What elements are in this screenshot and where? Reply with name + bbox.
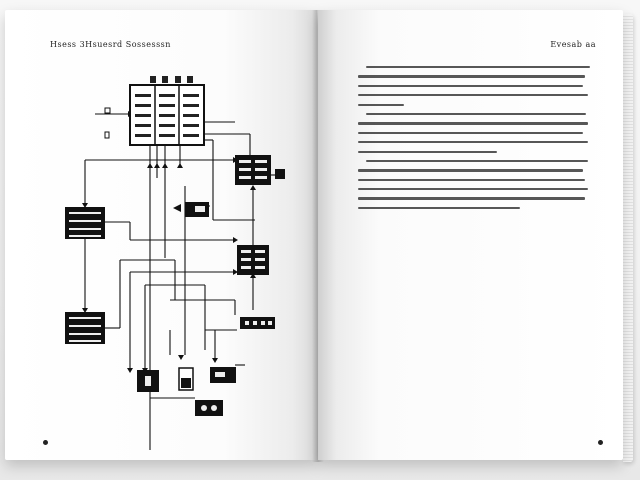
paragraph (358, 66, 590, 106)
text-line (358, 197, 585, 200)
text-line (358, 141, 588, 144)
paragraph (358, 159, 590, 210)
right-page: Evesab aa (318, 10, 623, 460)
text-line (358, 75, 585, 78)
text-line (358, 206, 520, 210)
diagram-main-block (129, 76, 205, 146)
text-line (358, 150, 497, 153)
text-line (366, 66, 590, 69)
diagram-right-block-upper (235, 155, 271, 185)
diagram-center-switch (173, 202, 209, 217)
diagram-right-block-small (240, 317, 275, 329)
text-line (358, 178, 585, 181)
paragraph (358, 112, 590, 153)
left-page-number-mark (43, 440, 48, 445)
diagram-bottom-left-block (137, 370, 159, 392)
diagram-left-block-upper (65, 207, 105, 239)
text-line (358, 122, 588, 125)
diagram-bottom-center-block (178, 367, 194, 391)
text-line (358, 94, 588, 97)
diagram-right-block-middle (237, 245, 269, 275)
right-page-number-mark (598, 440, 603, 445)
right-running-head: Evesab aa (550, 40, 596, 49)
text-line (366, 159, 588, 163)
page-stack-edge (623, 14, 633, 462)
left-running-head: Hsess 3Hsuesrd Sossesssn (50, 40, 171, 49)
left-page: Hsess 3Hsuesrd Sossesssn (5, 10, 317, 460)
text-line (358, 188, 588, 191)
circuit-diagram (65, 76, 285, 450)
diagram-bottom-right-block (210, 367, 236, 383)
text-line (358, 103, 404, 106)
text-line (358, 84, 583, 88)
text-line (366, 112, 586, 116)
text-line (358, 169, 583, 172)
body-text (358, 66, 590, 216)
diagram-left-block-lower (65, 312, 105, 344)
diagram-bottom-block (195, 400, 223, 416)
text-line (358, 131, 583, 135)
